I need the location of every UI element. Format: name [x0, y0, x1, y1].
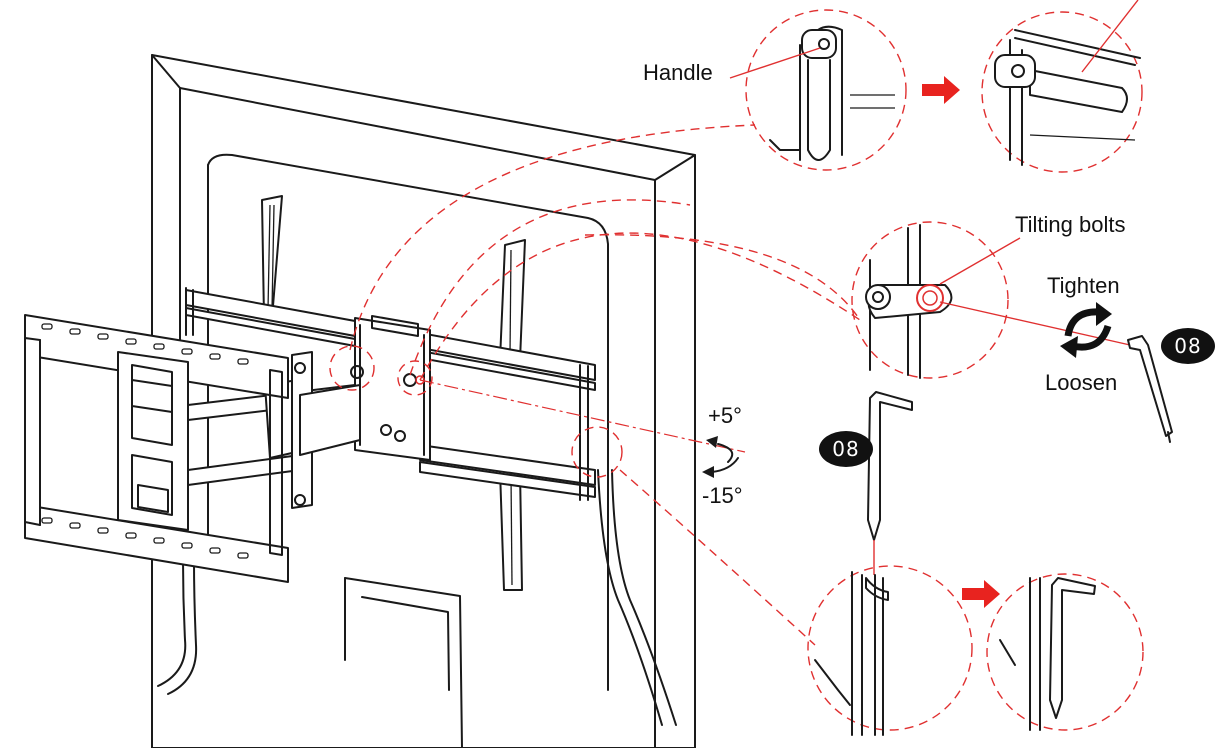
badge-08-left — [819, 431, 873, 467]
tighten-loosen-control: Tighten Loosen — [1045, 273, 1120, 395]
handle-label: Handle — [643, 60, 713, 85]
tilt-down-label: -15° — [702, 483, 743, 508]
hex-key-left: 08 — [819, 391, 913, 575]
red-arrow-right-bottom-icon — [962, 580, 1000, 608]
rotate-tighten-arrow-icon — [1064, 308, 1101, 337]
tilt-up-arrow-icon — [717, 443, 734, 463]
badge-08-left-text: 08 — [832, 437, 859, 461]
detail-handle-before: Handle — [643, 9, 907, 171]
detail-key-insert — [807, 565, 973, 736]
callout-bolt-circle — [397, 360, 433, 396]
tilt-down-arrow-icon — [711, 457, 739, 473]
detail-tilting-bolts: Tilting bolts — [851, 212, 1131, 379]
callout-marks — [329, 124, 861, 646]
callout-handle-circle — [329, 345, 375, 391]
tilting-bolts-label: Tilting bolts — [1015, 212, 1125, 237]
center-tilt-bracket — [350, 315, 431, 461]
tilt-up-label: +5° — [708, 403, 742, 428]
detail-key-engaged — [986, 573, 1144, 731]
tighten-label: Tighten — [1047, 273, 1120, 298]
callout-rail-circle — [571, 426, 623, 478]
detail-handle-after — [981, 0, 1143, 173]
badge-08-right-text: 08 — [1174, 334, 1201, 358]
loosen-label: Loosen — [1045, 370, 1117, 395]
red-arrow-right-top-icon — [922, 76, 960, 104]
wall-plate — [24, 314, 289, 583]
tilt-angle-indicator: +5° -15° — [702, 403, 743, 508]
badge-08-right — [1161, 328, 1215, 364]
hex-key-right: 08 — [1127, 328, 1215, 443]
